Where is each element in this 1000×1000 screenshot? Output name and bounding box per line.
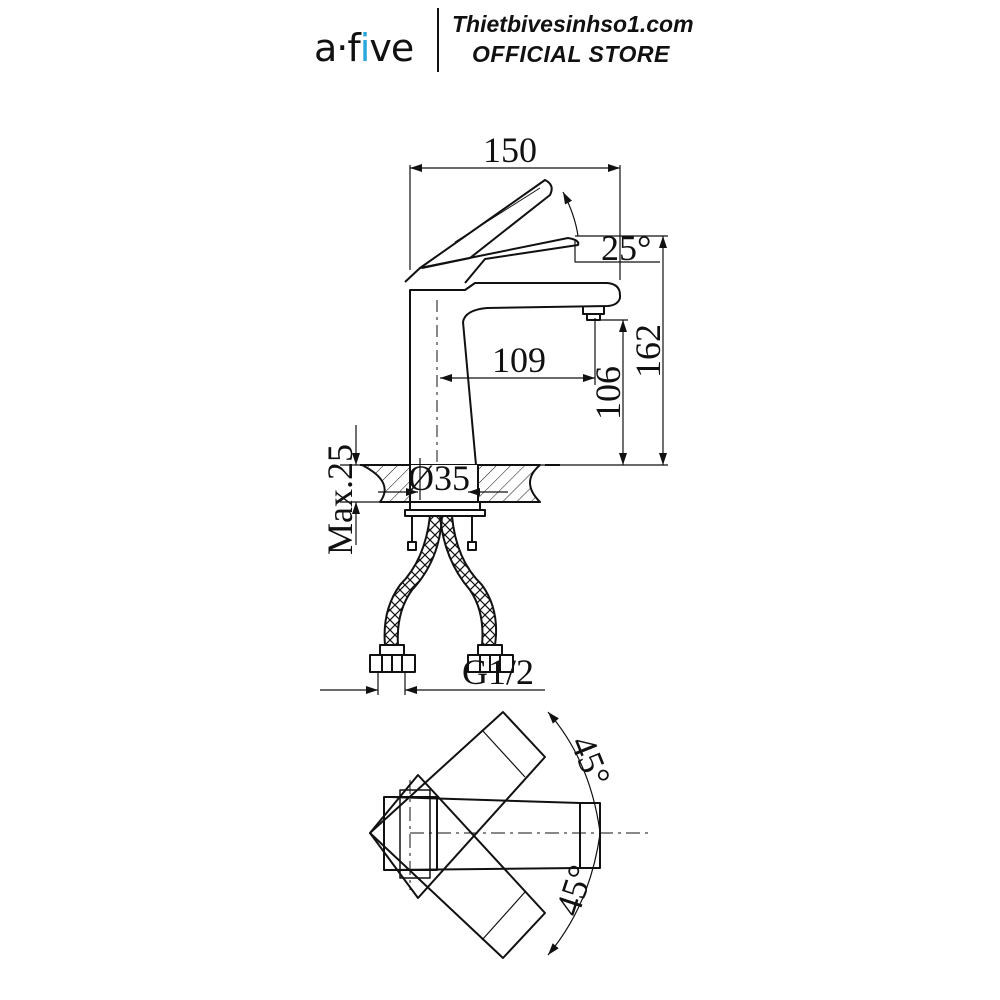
store-name: OFFICIAL STORE [472, 41, 670, 67]
faucet-side-view [360, 179, 621, 466]
dim-thread: G1/2 [462, 652, 534, 692]
store-url: Thietbivesinhso1.com [452, 11, 694, 37]
dim-spout-height: 106 [588, 366, 628, 420]
dim-max-deck: Max.25 [320, 444, 360, 555]
side-view-dimensions [320, 164, 668, 695]
dim-spout-reach: 109 [492, 340, 546, 380]
dim-rotation-left: 45° [563, 730, 619, 792]
dim-overall-length: 150 [483, 130, 537, 170]
header-divider [437, 8, 439, 72]
faucet-top-view [369, 711, 648, 959]
dim-lever-angle: 25° [601, 228, 651, 268]
dim-hole-diameter: Ø35 [408, 458, 470, 498]
store-header: a·five Thietbivesinhso1.com OFFICIAL STO… [0, 0, 1000, 90]
mounting-assembly [369, 501, 514, 673]
brand-logo: a·five [314, 26, 414, 70]
dim-overall-height: 162 [628, 324, 668, 378]
